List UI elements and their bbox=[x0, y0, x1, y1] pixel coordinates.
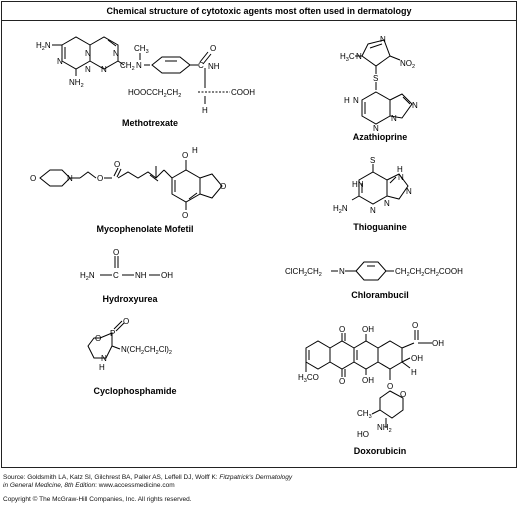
mtx-h-label: H bbox=[202, 106, 208, 115]
name-methotrexate: Methotrexate bbox=[121, 118, 178, 128]
name-mycophenolate: Mycophenolate Mofetil bbox=[96, 224, 194, 234]
cyc-o1-label: O bbox=[95, 334, 101, 343]
chlorambucil-structure bbox=[331, 261, 394, 281]
mtx-ch3-label: CH3 bbox=[134, 44, 149, 55]
source-prefix: Source: Goldsmith LA, Katz SI, Gilchrest… bbox=[3, 474, 220, 481]
hu-nh-label: NH bbox=[135, 271, 147, 280]
hu-o-label: O bbox=[113, 248, 119, 257]
chl-left-label: ClCH2CH2 bbox=[285, 267, 322, 278]
aza-ch3-label: H3C bbox=[340, 52, 355, 63]
mtx-nh2-label: NH2 bbox=[69, 78, 84, 89]
chl-right-label: CH2CH2CH2COOH bbox=[395, 267, 463, 278]
source-edition: in General Medicine, 8th Edition bbox=[3, 482, 96, 489]
thg-n4-label: N bbox=[370, 206, 376, 215]
cyc-nh-label: N bbox=[101, 354, 107, 363]
hu-c-label: C bbox=[113, 271, 119, 280]
source-url: : www.accessmedicine.com bbox=[95, 482, 175, 489]
methotrexate-structure bbox=[52, 36, 230, 104]
dox-oh3-label: OH bbox=[411, 354, 423, 363]
mycophenolate-structure bbox=[39, 160, 223, 210]
thioguanine-structure bbox=[351, 164, 409, 205]
source-line-2: in General Medicine, 8th Edition: www.ac… bbox=[3, 482, 175, 490]
mtx-glu-label: HOOCCH2CH2 bbox=[128, 88, 181, 99]
dox-oh2-label: OH bbox=[432, 339, 444, 348]
dox-oh4-label: OH bbox=[362, 376, 374, 385]
mtx-n2-label: N bbox=[85, 65, 91, 74]
name-hydroxyurea: Hydroxyurea bbox=[102, 294, 158, 304]
source-title: Fitzpatrick's Dermatology bbox=[219, 474, 293, 481]
aza-hn-label: H bbox=[344, 96, 350, 105]
aza-n1-label: N bbox=[356, 52, 362, 61]
aza-n3-label: N bbox=[353, 96, 359, 105]
mtx-c-label: C bbox=[198, 61, 204, 70]
dox-och3-label: H3CO bbox=[298, 373, 319, 384]
name-thioguanine: Thioguanine bbox=[353, 222, 407, 232]
dox-o1-label: O bbox=[339, 325, 345, 334]
figure-frame bbox=[1, 1, 517, 468]
myc-oh-label: O bbox=[182, 151, 188, 160]
dox-oh1-label: OH bbox=[362, 325, 374, 334]
myc-o1-label: O bbox=[30, 174, 36, 183]
mtx-n4-label: N bbox=[101, 65, 107, 74]
dox-o3-label: O bbox=[339, 377, 345, 386]
dox-ch3-label: CH3 bbox=[357, 409, 372, 420]
aza-s-label: S bbox=[373, 74, 378, 83]
thg-h2n-label: H2N bbox=[333, 204, 348, 215]
thg-n1-label: N bbox=[398, 173, 404, 182]
dox-o4-label: O bbox=[387, 382, 393, 391]
source-line-1: Source: Goldsmith LA, Katz SI, Gilchrest… bbox=[3, 474, 292, 482]
mtx-h2n-label: H2N bbox=[36, 41, 51, 52]
thg-s-label: S bbox=[370, 156, 375, 165]
mtx-nh-label: NH bbox=[208, 62, 220, 71]
aza-n5-label: N bbox=[373, 124, 379, 133]
thg-n2-label: N bbox=[406, 187, 412, 196]
name-azathioprine: Azathioprine bbox=[352, 132, 408, 142]
cyc-p-label: P bbox=[110, 329, 115, 338]
dox-nh2-label: NH2 bbox=[377, 423, 392, 434]
thg-n3-label: N bbox=[384, 199, 390, 208]
chl-n-label: N bbox=[339, 267, 345, 276]
myc-o3-label: O bbox=[114, 160, 120, 169]
mtx-n5-label: N bbox=[57, 57, 63, 66]
cyc-o2-label: O bbox=[123, 317, 129, 326]
azathioprine-structure bbox=[355, 39, 413, 125]
mtx-n3-label: N bbox=[113, 49, 119, 58]
name-doxorubicin: Doxorubicin bbox=[353, 446, 407, 456]
structures-canvas: H2N NH2 N N N N N CH2 N CH3 C NH O HOOCC… bbox=[30, 35, 463, 439]
myc-o4-label: O bbox=[220, 182, 226, 191]
doxorubicin-structure bbox=[305, 330, 432, 428]
hydroxyurea-structure bbox=[100, 256, 160, 276]
hu-h2n-label: H2N bbox=[80, 271, 95, 282]
myc-o2-label: O bbox=[97, 174, 103, 183]
title-divider bbox=[1, 20, 517, 21]
cyc-h-label: H bbox=[99, 363, 105, 372]
aza-no2-label: NO2 bbox=[400, 59, 415, 70]
mtx-n1-label: N bbox=[85, 49, 91, 58]
mtx-cooh-label: COOH bbox=[231, 88, 255, 97]
name-chlorambucil: Chlorambucil bbox=[351, 290, 409, 300]
aza-n6-label: N bbox=[412, 101, 418, 110]
aza-n2-label: N bbox=[380, 35, 386, 44]
myc-h-label: H bbox=[192, 146, 198, 155]
name-cyclophosphamide: Cyclophosphamide bbox=[93, 386, 177, 396]
myc-ome-label: O bbox=[182, 211, 188, 220]
thg-h-label: H bbox=[397, 165, 403, 174]
aza-n4-label: N bbox=[391, 114, 397, 123]
mtx-ch2-label: CH2 bbox=[120, 61, 135, 72]
cyclophosphamide-structure bbox=[87, 320, 125, 359]
copyright-notice: Copyright © The McGraw-Hill Companies, I… bbox=[3, 496, 192, 503]
cyc-right-label: N(CH2CH2Cl)2 bbox=[121, 345, 172, 356]
dox-o5-label: O bbox=[400, 390, 406, 399]
dox-ho-label: HO bbox=[357, 430, 369, 439]
hu-oh-label: OH bbox=[161, 271, 173, 280]
mtx-n6-label: N bbox=[136, 61, 142, 70]
thg-hn-label: HN bbox=[352, 180, 364, 189]
figure-title: Chemical structure of cytotoxic agents m… bbox=[106, 6, 412, 16]
dox-o2-label: O bbox=[412, 321, 418, 330]
dox-h-label: H bbox=[411, 368, 417, 377]
mtx-o-label: O bbox=[210, 44, 216, 53]
myc-n-label: N bbox=[67, 174, 73, 183]
